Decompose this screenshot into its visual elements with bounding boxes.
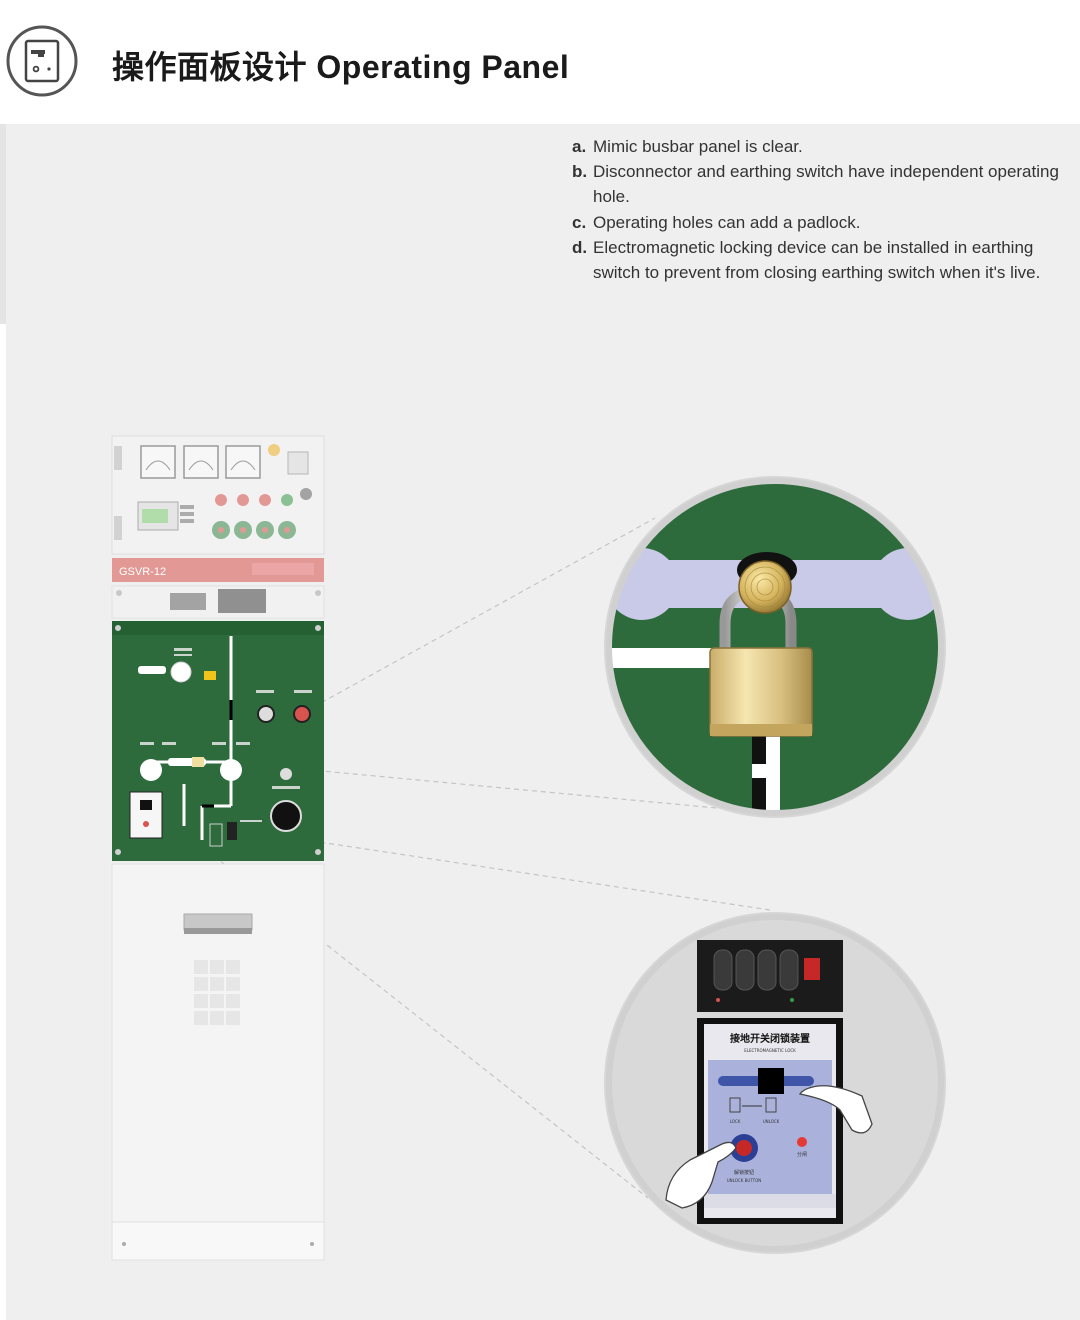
feature-item-a: a.Mimic busbar panel is clear. [572,137,803,156]
panel-icon [6,25,78,97]
lock-device-title-en: ELECTROMAGNETIC LOCK [744,1048,796,1053]
page-header: 操作面板设计 Operating Panel [0,0,1080,124]
feature-item-d: d.Electromagnetic locking device can be … [572,237,1041,283]
unlock-cn-label: 分闸 [797,1151,807,1158]
unlock-label: UNLOCK [763,1119,780,1124]
lock-device-title-cn: 接地开关闭锁装置 [730,1032,810,1045]
unlock-button-en-label: UNLOCK BUTTON [727,1178,761,1183]
background-strip [0,124,6,324]
cabinet-model-label: GSVR-12 [119,566,166,578]
electromagnetic-lock-zoom-view: 接地开关闭锁装置 ELECTROMAGNETIC LOCK LOCK UNLOC… [604,912,946,1254]
unlock-button-cn-label: 解锁按钮 [734,1169,754,1176]
padlock-zoom-view [604,476,946,818]
feature-list: a.Mimic busbar panel is clear. b.Disconn… [572,134,1072,285]
page-title: 操作面板设计 Operating Panel [112,49,570,85]
feature-item-b: b.Disconnector and earthing switch have … [572,162,1059,207]
feature-item-c: c.Operating holes can add a padlock. [572,212,861,232]
lock-label: LOCK [730,1119,741,1124]
